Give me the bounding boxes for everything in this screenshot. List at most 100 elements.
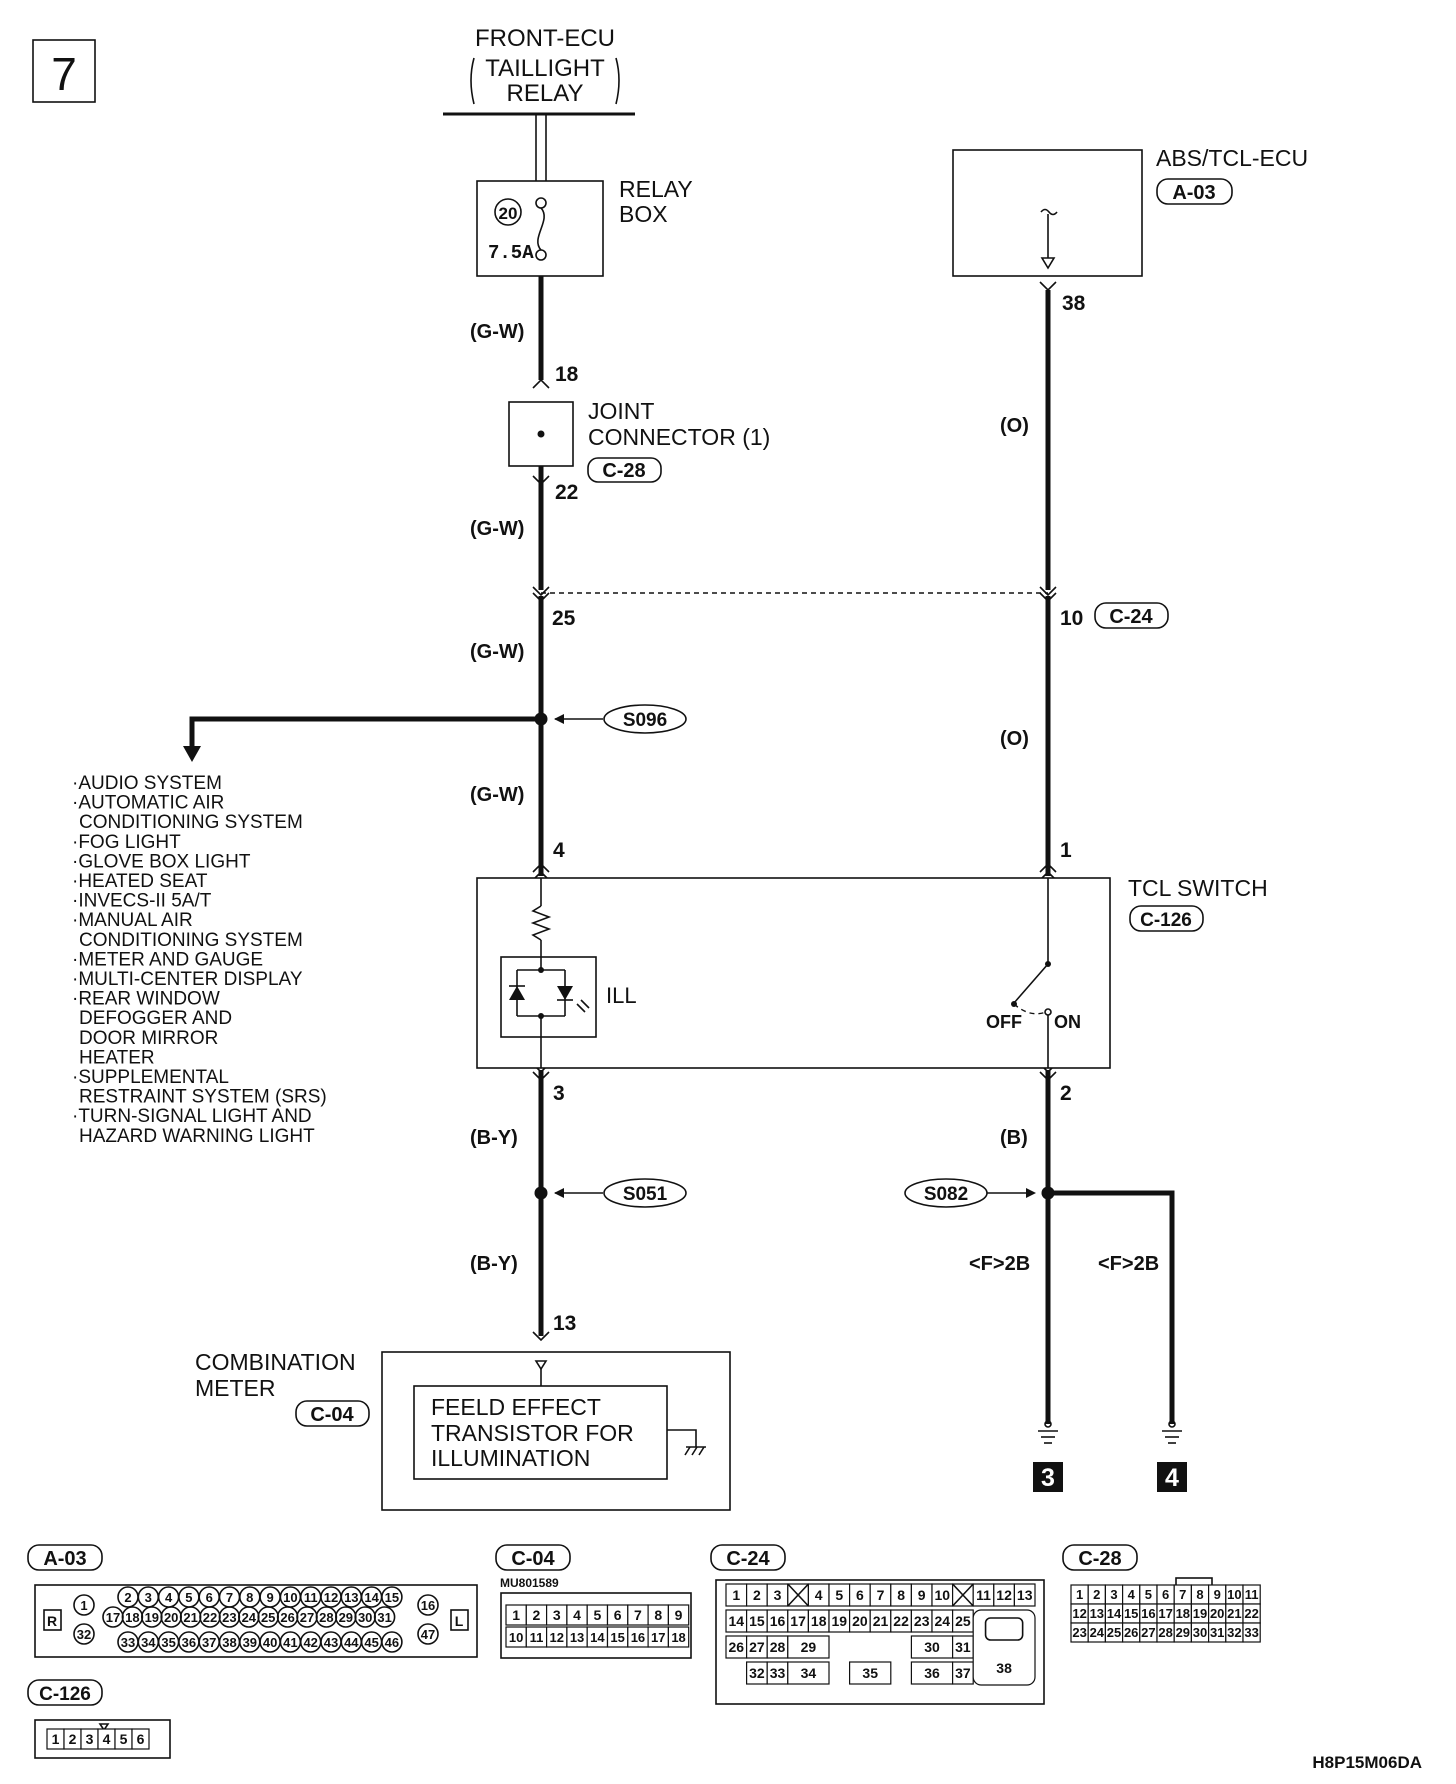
branch-system-line: ·HEATED SEAT — [72, 871, 208, 892]
chevron-pin-38 — [1039, 281, 1057, 292]
c28-pin-label: 2 — [1093, 1587, 1100, 1602]
ecu-internal-symbol — [1040, 208, 1058, 216]
a03-pin — [417, 1623, 439, 1645]
wire-branch-s096 — [189, 716, 541, 748]
c24-pin-label: 36 — [924, 1665, 940, 1681]
a03-pin-label: 32 — [77, 1627, 91, 1642]
a03-pin-label: 8 — [246, 1590, 253, 1605]
c28-pin-label: 10 — [1227, 1587, 1241, 1602]
a03-pin — [381, 1631, 403, 1653]
wire-color-o-2: (O) — [1000, 728, 1029, 750]
led-emission-1 — [576, 1003, 586, 1013]
a03-pin-label: 46 — [385, 1635, 399, 1650]
led-symbol-right — [557, 986, 573, 1000]
ecu-internal-arrow — [1040, 257, 1056, 270]
c04-pin-label: 2 — [533, 1607, 541, 1623]
a03-pin-label: 41 — [283, 1635, 297, 1650]
c04-pin-label: 3 — [553, 1607, 561, 1623]
chevron-pin-18 — [532, 378, 550, 389]
c24-pin-label: 16 — [770, 1613, 786, 1629]
c28-pin-label: 6 — [1162, 1587, 1169, 1602]
a03-pin-label: 34 — [141, 1635, 156, 1650]
ground-4-badge — [1157, 1462, 1187, 1492]
c126-pin-label: 4 — [103, 1731, 111, 1747]
c04-pin-label: 5 — [593, 1607, 601, 1623]
c28-pin-label: 1 — [1076, 1587, 1083, 1602]
a03-pin-label: 14 — [364, 1590, 379, 1605]
c04-pin-label: 18 — [671, 1630, 685, 1645]
branch-system-line: ·MULTI-CENTER DISPLAY — [72, 969, 303, 990]
c24-pin-label: 6 — [856, 1587, 864, 1603]
a03-pin-label: 36 — [182, 1635, 196, 1650]
a03-pin — [417, 1594, 439, 1616]
a03-r-key — [43, 1609, 62, 1631]
ground-3-node — [1044, 1420, 1052, 1428]
branch-system-line: ·METER AND GAUGE — [72, 949, 263, 970]
c28-pin-label: 25 — [1107, 1625, 1121, 1640]
on-label: ON — [1054, 1012, 1081, 1032]
wire-color-gw-4: (G-W) — [470, 784, 524, 806]
c24-pin-label: 19 — [832, 1613, 848, 1629]
c126-pin-cell — [131, 1728, 150, 1750]
c04-part-number: MU801589 — [500, 1576, 559, 1590]
a03-pin-label: 11 — [304, 1590, 318, 1605]
branch-system-line: ·GLOVE BOX LIGHT — [72, 851, 251, 872]
combination-meter-label-1: COMBINATION — [195, 1349, 356, 1375]
c28-pin-label: 33 — [1244, 1625, 1258, 1640]
c126-housing — [34, 1719, 171, 1759]
c24-pin-label: 24 — [935, 1613, 951, 1629]
front-ecu: FRONT-ECU TAILLIGHT RELAY — [443, 25, 635, 116]
branch-system-line: ·INVECS-II 5A/T — [72, 891, 212, 912]
c04-connector-id: C-04 — [310, 1404, 354, 1426]
c126-view-id: C-126 — [39, 1684, 91, 1705]
c24-pin-label: 12 — [996, 1587, 1012, 1603]
a03-pin-label: 22 — [203, 1610, 217, 1625]
c24-pin-cell — [1013, 1583, 1036, 1607]
c24-pin-cell — [787, 1661, 830, 1685]
c24-pin-label: 1 — [732, 1587, 740, 1603]
c04-view-id: C-04 — [511, 1548, 555, 1570]
s082-tag — [904, 1178, 988, 1208]
a03-pin-label: 17 — [106, 1610, 120, 1625]
a03-connector-id: A-03 — [1172, 182, 1215, 204]
c28-pin-label: 11 — [1245, 1587, 1259, 1602]
c24-connector-id: C-24 — [1109, 606, 1153, 628]
c04-connector-tag — [295, 1400, 370, 1427]
c24-pin-label: 33 — [770, 1665, 786, 1681]
branch-system-line: ·SUPPLEMENTAL — [72, 1067, 229, 1088]
c126-view-tag — [27, 1679, 103, 1706]
tcl-switch-label: TCL SWITCH — [1128, 875, 1268, 901]
c24-pin-label: 17 — [790, 1613, 806, 1629]
branch-system-line: ·TURN-SIGNAL LIGHT AND — [72, 1106, 312, 1127]
switch-blade — [1013, 963, 1049, 1004]
c24-pin-label: 4 — [815, 1587, 823, 1603]
c28-pin-label: 14 — [1107, 1606, 1122, 1621]
a03-pin-label: 4 — [165, 1590, 173, 1605]
c24-pin-label: 35 — [862, 1665, 878, 1681]
branch-system-line: ·AUDIO SYSTEM — [72, 773, 222, 794]
ill-label: ILL — [606, 983, 637, 1008]
c24-pin-label: 25 — [955, 1613, 971, 1629]
ill-led-box — [500, 956, 597, 1038]
chassis-ground-hatch-3 — [698, 1446, 705, 1456]
c24-pin-label: 34 — [801, 1665, 817, 1681]
chevron-pin-3-b — [532, 1071, 550, 1082]
c24-pin-label: 7 — [877, 1587, 885, 1603]
a03-pin-label: 44 — [344, 1635, 359, 1650]
c126-pin-label: 5 — [120, 1731, 128, 1747]
fet-line-2: TRANSISTOR FOR — [431, 1420, 634, 1446]
a03-pin-label: 1 — [80, 1598, 87, 1613]
branch-system-line: ·REAR WINDOW — [72, 989, 220, 1010]
c28-pin-label: 18 — [1176, 1606, 1190, 1621]
s096-label: S096 — [623, 710, 667, 731]
c24-pin-cell-large — [972, 1609, 1036, 1686]
c24-pin-label: 23 — [914, 1613, 930, 1629]
pin-13: 13 — [553, 1312, 576, 1335]
